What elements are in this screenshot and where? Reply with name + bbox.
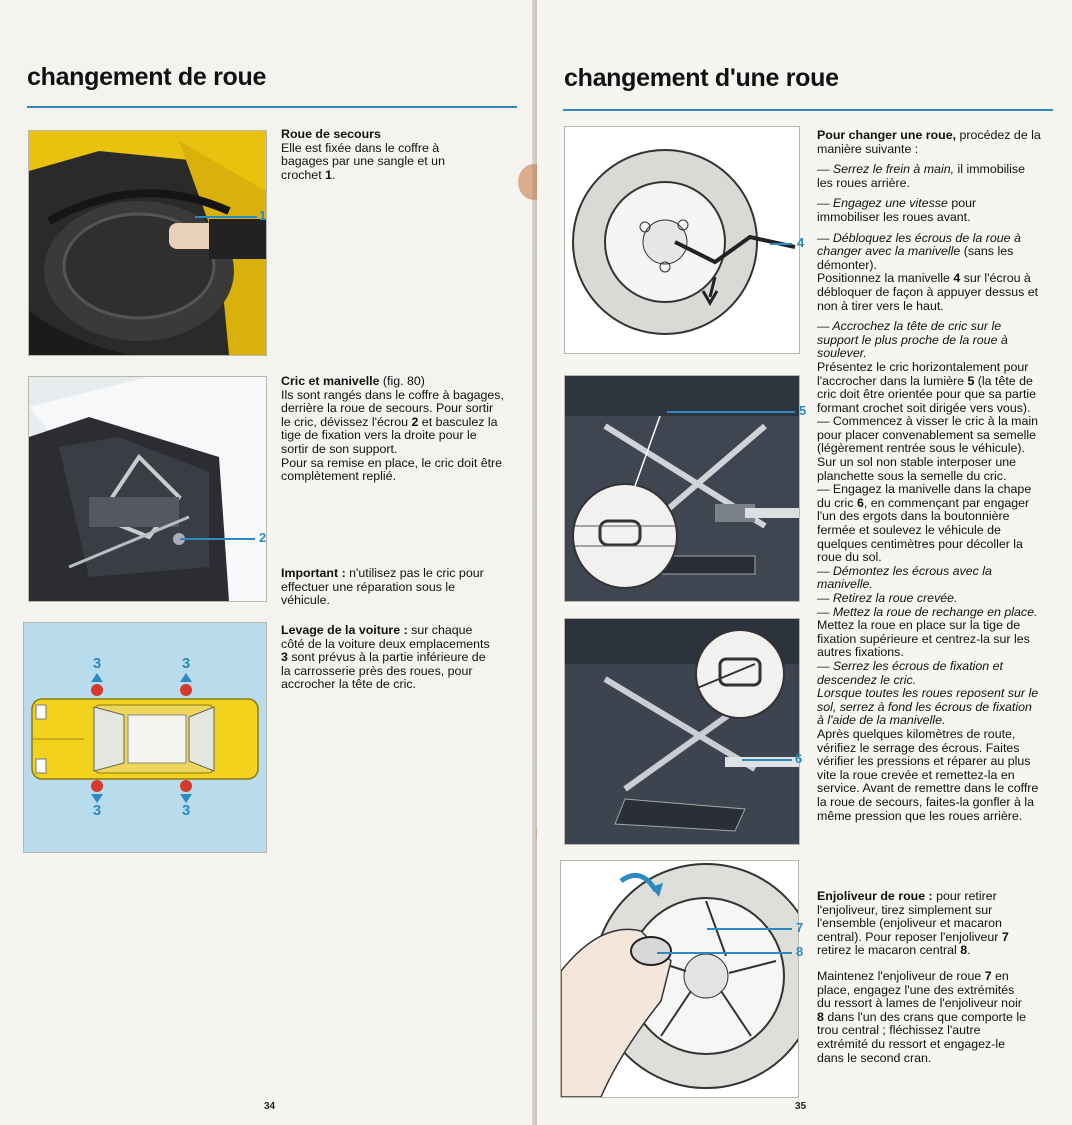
right-title-rule	[563, 109, 1053, 111]
important-section: Important : n'utilisez pas le cric pour …	[281, 566, 484, 608]
right-page-title: changement d'une roue	[564, 64, 839, 92]
jack-heading: Cric et manivelle	[281, 374, 380, 388]
car-top-view-diagram	[23, 622, 267, 853]
important-heading: Important :	[281, 566, 346, 580]
jack-storage-photo	[28, 376, 267, 602]
jack-positioning-photo	[564, 375, 800, 602]
jack-point-arrow-bottom-left	[91, 794, 103, 803]
callout-line-4	[770, 243, 792, 245]
lifting-section: Levage de la voiture : sur chaque côté d…	[281, 623, 490, 692]
hubcap-heading: Enjoliveur de roue :	[817, 889, 933, 903]
jack-crank-photo	[564, 618, 800, 845]
hubcap-illustration	[560, 860, 799, 1098]
right-page: changement d'une roue 4	[537, 0, 1072, 1125]
callout-line-1	[195, 216, 257, 218]
left-page-title: changement de roue	[27, 63, 267, 91]
jack-positioning-drawing	[565, 376, 799, 601]
callout-7: 7	[796, 920, 804, 935]
jack-point-label-top-left: 3	[92, 655, 102, 672]
jack-point-arrow-bottom-right	[180, 794, 192, 803]
jack-point-arrow-top-left	[91, 673, 103, 682]
page-gutter	[532, 0, 540, 1125]
jack-storage-illustration	[29, 377, 266, 601]
lifting-heading: Levage de la voiture :	[281, 623, 408, 637]
jack-point-top-right	[180, 684, 192, 696]
hubcap-drawing	[561, 861, 798, 1097]
jack-point-label-bottom-left: 3	[92, 802, 102, 819]
jack-point-bottom-left	[91, 780, 103, 792]
left-title-rule	[27, 106, 517, 108]
callout-5: 5	[799, 403, 807, 418]
jack-section: Cric et manivelle (fig. 80) Ils sont ran…	[281, 374, 504, 484]
left-page-number: 34	[264, 1101, 276, 1112]
callout-1: 1	[259, 208, 267, 223]
jack-crank-drawing	[565, 619, 799, 844]
callout-2: 2	[259, 530, 267, 545]
jack-point-bottom-right	[180, 780, 192, 792]
callout-line-7	[707, 928, 792, 930]
spare-wheel-section: Roue de secours Elle est fixée dans le c…	[281, 127, 445, 182]
callout-line-6	[742, 759, 792, 761]
wheel-crank-drawing	[565, 127, 799, 353]
callout-line-8	[657, 952, 792, 954]
callout-6: 6	[795, 751, 803, 766]
callout-line-5	[667, 411, 795, 413]
jack-point-label-top-right: 3	[181, 655, 191, 672]
spare-wheel-photo	[28, 130, 267, 356]
callout-line-2	[180, 538, 255, 540]
spare-wheel-heading: Roue de secours	[281, 127, 381, 141]
jack-point-label-bottom-right: 3	[181, 802, 191, 819]
right-page-number: 35	[795, 1101, 807, 1112]
wheel-crank-illustration	[564, 126, 800, 354]
callout-8: 8	[796, 944, 804, 959]
callout-4: 4	[797, 235, 805, 250]
jack-point-top-left	[91, 684, 103, 696]
car-top-view-illustration	[24, 623, 266, 852]
jack-point-arrow-top-right	[180, 673, 192, 682]
spare-wheel-illustration	[29, 131, 266, 355]
hubcap-section: Enjoliveur de roue : pour retirer l'enjo…	[817, 889, 1027, 1065]
procedure-text: Pour changer une roue, procédez de la ma…	[817, 128, 1041, 823]
procedure-heading: Pour changer une roue,	[817, 128, 957, 142]
left-page: changement de roue 1 Roue de secours Ell…	[0, 0, 535, 1125]
